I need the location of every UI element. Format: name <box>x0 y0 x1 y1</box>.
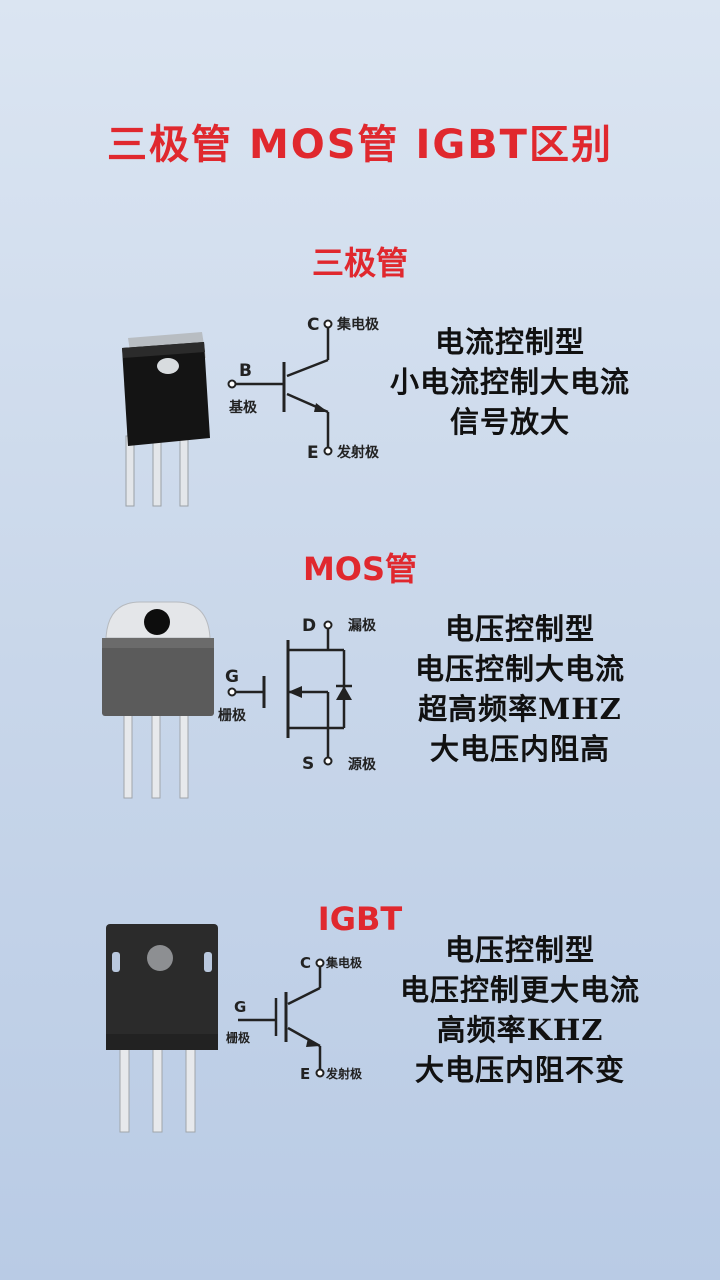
description-line: 高频率KHZ <box>436 1013 604 1047</box>
pin-c-letter: C <box>300 954 311 972</box>
transistor-description: 电流控制型 小电流控制大电流 信号放大 <box>340 322 680 442</box>
description-line: 电压控制大电流 <box>414 652 625 686</box>
pin-b-letter: B <box>239 361 252 381</box>
description-line: 信号放大 <box>449 405 570 439</box>
pin-s-name: 源极 <box>348 756 377 773</box>
mosfet-package-image <box>102 601 214 799</box>
mosfet-symbol: D 漏极 G 栅极 S 源极 <box>218 616 377 774</box>
description-line: 大电压内阻不变 <box>414 1053 625 1087</box>
pin-g-letter: G <box>225 667 239 687</box>
igbt-symbol: C 集电极 G 栅极 E 发射极 <box>226 954 363 1083</box>
pin-d-name: 漏极 <box>348 617 377 634</box>
section-title-igbt: IGBT <box>317 900 403 938</box>
section-title-transistor: 三极管 <box>311 244 408 282</box>
pin-e-letter: E <box>307 443 319 463</box>
transistor-symbol: C 集电极 B 基极 E 发射极 <box>227 315 380 463</box>
pin-e-name: 发射极 <box>325 1066 363 1081</box>
section-title-mosfet: MOS管 <box>302 550 418 588</box>
description-line: 电流控制型 <box>434 325 585 359</box>
pin-e-letter: E <box>300 1065 310 1083</box>
description-line: 电压控制更大电流 <box>399 973 640 1007</box>
pin-g-name: 栅极 <box>226 1030 251 1045</box>
pin-c-letter: C <box>307 315 319 335</box>
pin-g-letter: G <box>234 998 246 1016</box>
pin-d-letter: D <box>302 616 316 636</box>
transistor-package-image <box>122 332 210 507</box>
pin-b-name: 基极 <box>229 399 258 416</box>
igbt-description: 电压控制型 电压控制更大电流 高频率KHZ 大电压内阻不变 <box>360 930 680 1090</box>
pin-s-letter: S <box>302 754 314 774</box>
pin-c-name: 集电极 <box>325 955 363 970</box>
description-line: 电压控制型 <box>444 933 595 967</box>
description-line: 小电流控制大电流 <box>389 365 630 399</box>
igbt-package-image <box>106 924 218 1133</box>
description-line: 超高频率MHZ <box>418 692 622 726</box>
pin-e-name: 发射极 <box>336 444 380 461</box>
mosfet-description: 电压控制型 电压控制大电流 超高频率MHZ 大电压内阻高 <box>370 609 670 769</box>
pin-c-name: 集电极 <box>336 316 380 333</box>
pin-g-name: 栅极 <box>218 707 247 724</box>
description-line: 电压控制型 <box>444 612 595 646</box>
page-title: 三极管 MOS管 IGBT区别 <box>107 122 613 168</box>
description-line: 大电压内阻高 <box>429 732 610 766</box>
